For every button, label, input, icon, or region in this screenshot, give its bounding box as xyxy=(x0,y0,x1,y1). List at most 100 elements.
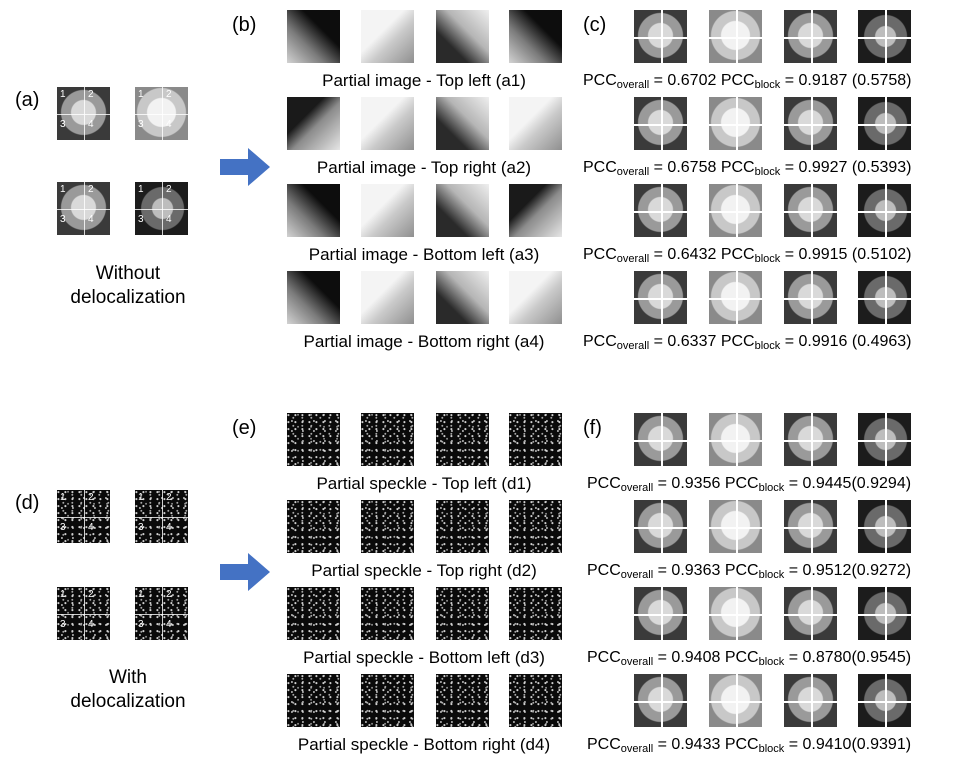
partial-image-caption: Partial image - Top right (a2) xyxy=(316,158,532,177)
partial-speckle-tile xyxy=(436,587,489,640)
face-quadrant-image: 1 2 3 4 xyxy=(135,182,188,235)
partial-image-tile xyxy=(287,10,340,63)
quadrant-number: 2 xyxy=(88,184,94,195)
partial-image-tile xyxy=(361,10,414,63)
partial-image-tile xyxy=(361,184,414,237)
reconstructed-image xyxy=(784,10,837,63)
quadrant-number: 4 xyxy=(88,522,94,533)
partial-speckle-tile xyxy=(509,500,562,553)
partial-speckle-tile xyxy=(509,413,562,466)
partial-speckle-tile xyxy=(287,500,340,553)
reconstructed-image xyxy=(709,10,762,63)
partial-image-tile xyxy=(509,184,562,237)
partial-image-tile xyxy=(436,10,489,63)
partial-speckle-tile xyxy=(509,674,562,727)
reconstructed-image xyxy=(634,97,687,150)
reconstructed-image xyxy=(858,10,911,63)
quadrant-number: 2 xyxy=(166,492,172,503)
reconstructed-image xyxy=(858,674,911,727)
partial-speckle-caption: Partial speckle - Top right (d2) xyxy=(311,561,537,580)
quadrant-number: 4 xyxy=(166,214,172,225)
speckle-quadrant-image: 1 2 3 4 xyxy=(135,490,188,543)
quadrant-number: 1 xyxy=(60,184,66,195)
partial-image-tile xyxy=(509,97,562,150)
partial-image-tile xyxy=(509,10,562,63)
quadrant-number: 3 xyxy=(138,619,144,630)
quadrant-number: 4 xyxy=(88,214,94,225)
reconstructed-image xyxy=(784,674,837,727)
partial-speckle-tile xyxy=(361,413,414,466)
side-label-line: delocalization xyxy=(70,691,186,712)
partial-speckle-tile xyxy=(287,413,340,466)
reconstructed-image xyxy=(709,271,762,324)
side-label-line: With xyxy=(109,667,147,688)
reconstructed-image xyxy=(709,587,762,640)
reconstructed-image xyxy=(634,500,687,553)
pcc-metric: PCCoverall = 0.6702 PCCblock = 0.9187 (0… xyxy=(583,72,912,91)
quadrant-number: 1 xyxy=(138,184,144,195)
quadrant-number: 1 xyxy=(138,589,144,600)
partial-speckle-tile xyxy=(361,674,414,727)
partial-speckle-tile xyxy=(287,674,340,727)
pcc-metric: PCCoverall = 0.6758 PCCblock = 0.9927 (0… xyxy=(583,159,912,178)
panel-label-a: (a) xyxy=(15,89,40,111)
face-quadrant-image: 1 2 3 4 xyxy=(57,182,110,235)
reconstructed-image xyxy=(858,271,911,324)
side-label-line: delocalization xyxy=(70,287,186,308)
right-arrow-icon xyxy=(220,553,270,591)
reconstructed-image xyxy=(784,500,837,553)
partial-image-tile xyxy=(287,271,340,324)
partial-speckle-tile xyxy=(436,674,489,727)
quadrant-number: 4 xyxy=(88,119,94,130)
pcc-metric: PCCoverall = 0.6337 PCCblock = 0.9916 (0… xyxy=(583,333,912,352)
pcc-metric: PCCoverall = 0.9356 PCCblock = 0.9445(0.… xyxy=(587,475,912,494)
quadrant-number: 3 xyxy=(60,119,66,130)
partial-image-tile xyxy=(361,271,414,324)
with-delocalization-label: With delocalization xyxy=(54,666,202,714)
reconstructed-image xyxy=(634,413,687,466)
panel-label-e: (e) xyxy=(232,417,257,439)
panel-label-c: (c) xyxy=(583,14,607,36)
reconstructed-image xyxy=(634,674,687,727)
quadrant-number: 2 xyxy=(88,89,94,100)
quadrant-number: 3 xyxy=(138,214,144,225)
right-arrow-icon xyxy=(220,148,270,186)
partial-speckle-tile xyxy=(436,413,489,466)
reconstructed-image xyxy=(784,271,837,324)
quadrant-number: 2 xyxy=(166,184,172,195)
quadrant-number: 2 xyxy=(88,589,94,600)
reconstructed-image xyxy=(634,184,687,237)
partial-image-tile xyxy=(436,184,489,237)
reconstructed-image xyxy=(858,413,911,466)
partial-image-tile xyxy=(287,184,340,237)
partial-speckle-tile xyxy=(361,587,414,640)
speckle-quadrant-image: 1 2 3 4 xyxy=(135,587,188,640)
reconstructed-image xyxy=(858,500,911,553)
partial-speckle-caption: Partial speckle - Top left (d1) xyxy=(316,474,532,493)
pcc-metric: PCCoverall = 0.9363 PCCblock = 0.9512(0.… xyxy=(587,562,912,581)
partial-image-tile xyxy=(509,271,562,324)
reconstructed-image xyxy=(709,500,762,553)
partial-speckle-tile xyxy=(509,587,562,640)
reconstructed-image xyxy=(709,97,762,150)
reconstructed-image xyxy=(634,587,687,640)
partial-image-tile xyxy=(361,97,414,150)
reconstructed-image xyxy=(858,587,911,640)
partial-image-caption: Partial image - Bottom right (a4) xyxy=(303,332,545,351)
quadrant-number: 4 xyxy=(166,619,172,630)
speckle-quadrant-image: 1 2 3 4 xyxy=(57,490,110,543)
quadrant-number: 2 xyxy=(88,492,94,503)
quadrant-number: 4 xyxy=(166,522,172,533)
partial-speckle-tile xyxy=(436,500,489,553)
side-label-line: Without xyxy=(95,263,161,284)
partial-speckle-caption: Partial speckle - Bottom left (d3) xyxy=(303,648,545,667)
reconstructed-image xyxy=(784,587,837,640)
reconstructed-image xyxy=(634,10,687,63)
pcc-metric: PCCoverall = 0.9408 PCCblock = 0.8780(0.… xyxy=(587,649,912,668)
quadrant-number: 3 xyxy=(60,214,66,225)
panel-label-b: (b) xyxy=(232,14,257,36)
partial-speckle-tile xyxy=(287,587,340,640)
partial-image-tile xyxy=(436,97,489,150)
pcc-metric: PCCoverall = 0.9433 PCCblock = 0.9410(0.… xyxy=(587,736,912,755)
reconstructed-image xyxy=(784,184,837,237)
